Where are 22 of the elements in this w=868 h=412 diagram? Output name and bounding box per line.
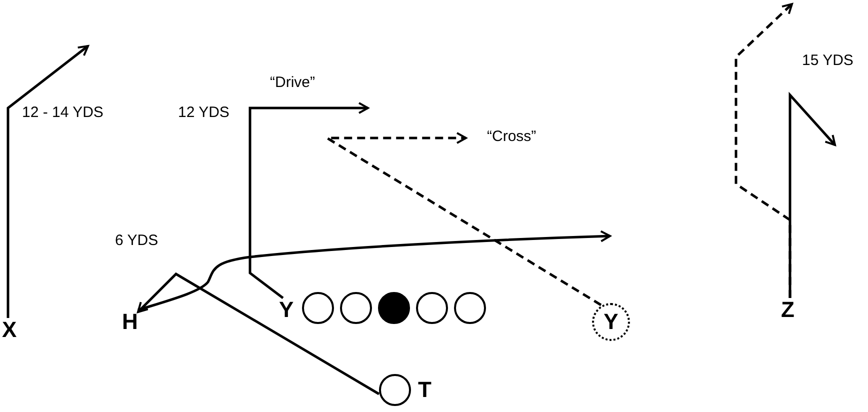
route-arrow — [734, 3, 793, 298]
player-label: T — [418, 378, 432, 402]
lineman-circle — [416, 292, 448, 324]
player-marker: Y — [592, 303, 630, 341]
route-arrow — [248, 102, 369, 299]
yardage-label: 12 - 14 YDS — [22, 104, 104, 122]
yardage-label: 6 YDS — [115, 232, 158, 250]
yardage-label: 15 YDS — [802, 52, 854, 70]
player-label: Y — [279, 298, 294, 322]
lineman-circle — [340, 292, 372, 324]
yardage-label: 12 YDS — [178, 104, 230, 122]
player-label: Z — [781, 298, 794, 322]
player-label: X — [2, 318, 17, 342]
route-arrow — [137, 272, 380, 396]
player-circle — [379, 374, 411, 406]
route-arrow — [6, 45, 89, 318]
center-circle — [378, 292, 410, 324]
player-label: H — [122, 310, 138, 334]
route-name: “Drive” — [270, 74, 315, 92]
route-name: “Cross” — [487, 128, 536, 146]
lineman-circle — [302, 292, 334, 324]
lineman-circle — [454, 292, 486, 324]
